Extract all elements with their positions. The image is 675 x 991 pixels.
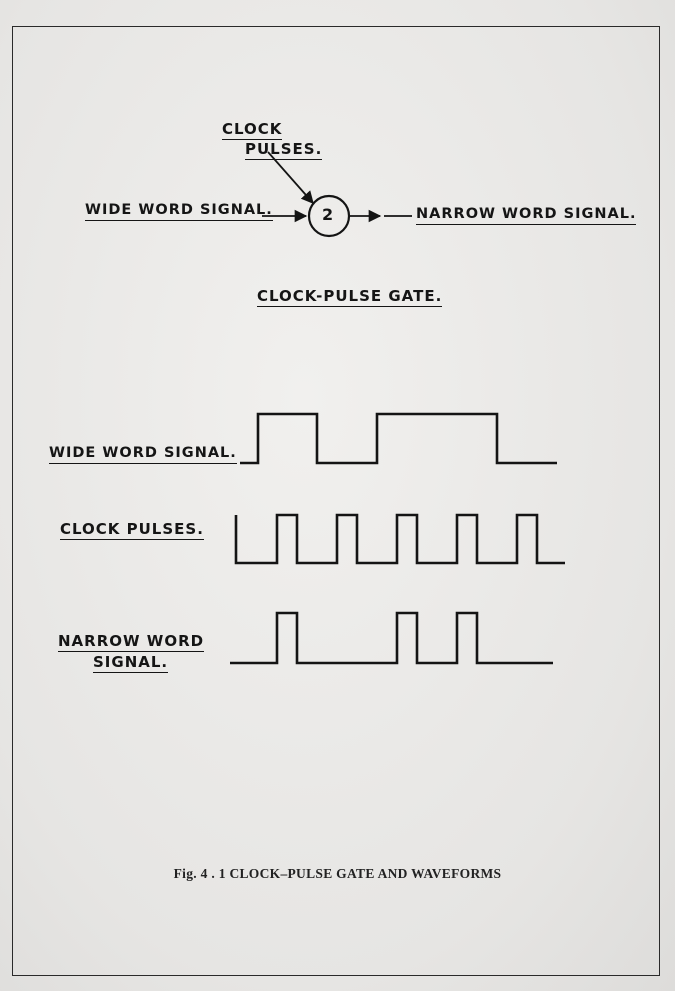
wide-word-waveform-label: WIDE WORD SIGNAL. <box>49 446 237 464</box>
gate-number: 2 <box>322 205 335 224</box>
clock-pulses-waveform <box>234 513 565 565</box>
clock-input-line <box>267 151 314 204</box>
figure-caption: Fig. 4 . 1 CLOCK–PULSE GATE AND WAVEFORM… <box>173 866 502 881</box>
wide-word-waveform <box>240 412 557 465</box>
narrow-word-label-line2: SIGNAL. <box>93 653 169 673</box>
wide-input-label: WIDE WORD SIGNAL. <box>85 203 273 221</box>
narrow-word-label-line1: NARROW WORD <box>58 632 205 652</box>
narrow-output-label: NARROW WORD SIGNAL. <box>416 207 637 225</box>
clock-pulses-waveform-label: CLOCK PULSES. <box>60 520 204 540</box>
page-border <box>12 26 660 976</box>
narrow-word-waveform <box>230 611 553 665</box>
clock-label-line1: CLOCK <box>222 120 283 140</box>
gate-heading: CLOCK-PULSE GATE. <box>257 287 443 307</box>
clock-label-line2: PULSES. <box>245 140 323 160</box>
